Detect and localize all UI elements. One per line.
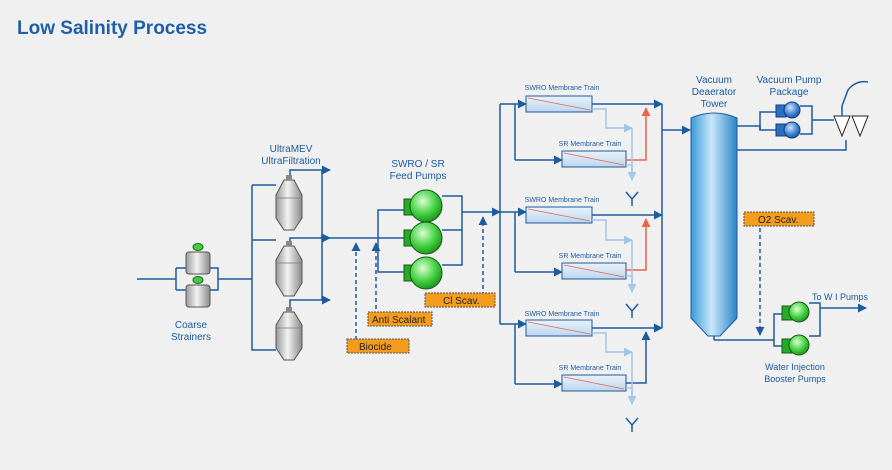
vacuum-pump-package: Vacuum Pump Package [737,75,869,151]
coarse-strainers: Coarse Strainers [137,243,252,343]
sr-train-label-2: SR Membrane Train [559,253,622,260]
wi-booster-pump-2 [781,334,810,356]
ultrafiltration: UltraMEV UltraFiltration [251,144,331,361]
biocide-box: Biocide [346,338,410,354]
ejector-cones [833,80,869,138]
sr-membrane-1 [561,150,627,168]
vacuum-pump-label-1: Vacuum Pump [757,75,822,86]
anti-scalant-label: Anti Scalant [372,315,426,326]
anti-scalant-box: Anti Scalant [367,311,433,327]
feed-pumps-label-1: SWRO / SR [391,159,444,170]
wi-booster-pump-1 [781,301,810,323]
feed-pump-2 [403,221,443,255]
wi-booster-pumps: To W I Pumps Water Injection Booster Pum… [764,292,868,384]
uf-vessel-2 [275,241,303,297]
swro-membrane-2 [525,206,593,224]
uf-vessel-3 [275,307,303,361]
feed-pumps-label-2: Feed Pumps [390,171,447,182]
swro-train-label-1: SWRO Membrane Train [525,85,600,92]
swro-train-label-2: SWRO Membrane Train [525,197,600,204]
deaerator-label-2: Deaerator [692,87,737,98]
wi-booster-label-2: Booster Pumps [764,374,826,384]
membrane-set-2: SWRO Membrane Train SR Membrane Train [500,197,663,318]
cl-scav-label: Cl Scav. [443,296,480,307]
uf-vessel-1 [275,175,303,231]
vacuum-pump-2 [775,121,801,139]
deaerator-label-3: Tower [701,99,728,110]
feed-pumps: SWRO / SR Feed Pumps [390,159,501,290]
membrane-set-3: SWRO Membrane Train SR Membrane Train [500,311,663,432]
cl-scav-box: Cl Scav. [424,292,496,308]
swro-membrane-3 [525,319,593,337]
o2-scav-label: O2 Scav. [758,215,798,226]
membrane-set-1: SWRO Membrane Train SR Membrane Train [500,85,663,206]
vacuum-pump-label-2: Package [770,87,809,98]
page-title: Low Salinity Process [17,18,208,39]
coarse-strainers-label-2: Strainers [171,332,211,343]
sr-train-label-1: SR Membrane Train [559,141,622,148]
deaerator-label-1: Vacuum [696,75,732,86]
feed-pump-1 [403,189,443,223]
sr-membrane-2 [561,262,627,280]
feed-pump-3 [403,256,443,290]
ultramev-label-1: UltraMEV [270,144,313,155]
o2-scav-box: O2 Scav. [743,211,815,227]
coarse-strainers-label-1: Coarse [175,320,208,331]
swro-train-label-3: SWRO Membrane Train [525,311,600,318]
deaerator-tower: Vacuum Deaerator Tower [690,75,774,341]
vacuum-pump-1 [775,101,801,119]
to-wi-pumps-label: To W I Pumps [812,292,869,302]
swro-membrane-1 [525,95,593,113]
biocide-label: Biocide [359,342,392,353]
ultramev-label-2: UltraFiltration [261,156,320,167]
strainer-top [185,243,211,275]
sr-train-label-3: SR Membrane Train [559,365,622,372]
sr-membrane-3 [561,374,627,392]
wi-booster-label-1: Water Injection [765,362,825,372]
strainer-bottom [185,276,211,308]
